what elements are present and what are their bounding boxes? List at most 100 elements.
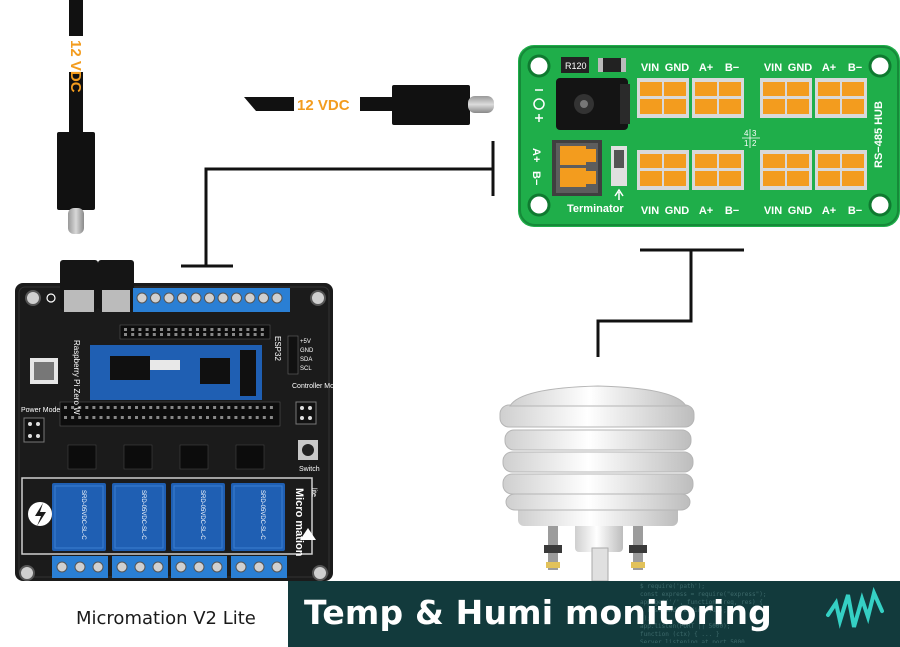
pin (224, 333, 228, 336)
pin (145, 333, 149, 336)
power-cable-horizontal: 12 VDC (244, 85, 494, 125)
polarity-symbol (46, 293, 56, 303)
pin (138, 333, 142, 336)
screw (56, 561, 68, 573)
pin (262, 406, 266, 409)
screw (211, 561, 223, 573)
pin (131, 333, 135, 336)
pin (78, 406, 82, 409)
pin (232, 328, 235, 331)
mounting-holes (527, 54, 892, 217)
screw (163, 292, 175, 304)
pin (241, 406, 245, 409)
terminal-clip (818, 82, 840, 96)
pin (188, 328, 192, 331)
pin (196, 328, 199, 331)
pin (167, 333, 171, 336)
screw (204, 292, 215, 304)
pin (220, 416, 224, 419)
screw (116, 561, 128, 573)
background-code: $ require('path'); const express = requi… (640, 583, 767, 643)
switch-label: Switch (299, 466, 320, 473)
dc-jack-left (60, 260, 98, 312)
title-banner: $ require('path'); const express = requi… (288, 581, 900, 647)
pin (127, 416, 131, 419)
relay-outline (173, 485, 223, 549)
pin (253, 333, 257, 336)
pin (106, 416, 110, 419)
power-mode-label: Power Mode (21, 407, 60, 414)
pin (269, 416, 273, 419)
brand-suffix: lite (310, 488, 317, 497)
waveform-logo-icon (826, 586, 884, 629)
sensor-stem (575, 522, 623, 582)
push-switch[interactable] (298, 440, 318, 460)
terminator-switch[interactable] (611, 146, 627, 200)
pin (217, 333, 221, 336)
terminal-clip (763, 154, 785, 168)
terminal-clip (640, 154, 662, 168)
top-terminal-label: GND (665, 62, 690, 74)
pin (160, 328, 163, 331)
screw (92, 561, 104, 573)
pin (85, 416, 89, 419)
pin (213, 406, 217, 409)
pin (99, 416, 103, 419)
pin (234, 416, 238, 419)
port-number-1: 1 (744, 139, 749, 148)
driver-chips (67, 444, 265, 470)
pin (156, 416, 160, 419)
relay-label: SRD-05VDC-SL-C (199, 490, 205, 540)
mounting-holes (19, 290, 328, 581)
terminal-clip (719, 171, 741, 186)
relay-label: SRD-05VDC-SL-C (140, 490, 146, 540)
pin (255, 416, 259, 419)
shield-plate (499, 404, 695, 428)
pin (145, 328, 149, 331)
pin (239, 333, 243, 336)
power-mode-jumper[interactable] (23, 417, 45, 443)
pin (227, 416, 231, 419)
top-terminal-label: B− (848, 62, 862, 74)
pin (127, 406, 131, 409)
shield-plate (504, 429, 692, 451)
bottom-terminal-label: GND (665, 205, 690, 217)
pin (71, 416, 75, 419)
relay-4 (231, 483, 285, 551)
bottom-screw-terminals (52, 556, 287, 578)
pin (181, 333, 185, 336)
rs485-bus-wire (181, 141, 495, 268)
pin (78, 416, 82, 419)
esp-label: ESP32 (273, 336, 282, 361)
pin (92, 406, 96, 409)
bottom-terminal-label: VIN (641, 205, 659, 217)
dc-jack-right (98, 260, 134, 312)
pin (174, 333, 178, 336)
pin (248, 406, 252, 409)
top-terminal-label: A+ (822, 62, 836, 74)
pin (260, 333, 264, 336)
pin (224, 328, 228, 331)
pin (99, 406, 103, 409)
esp32-module (90, 345, 262, 400)
terminal-clip (763, 171, 785, 186)
relay-outline (54, 485, 104, 549)
screw (177, 292, 188, 304)
pin (106, 406, 110, 409)
relay-outline (114, 485, 164, 549)
terminal-clip (787, 171, 809, 186)
pin (156, 406, 160, 409)
bottom-terminal-label: GND (788, 205, 813, 217)
terminal-clip (695, 82, 717, 96)
pin (160, 333, 163, 336)
terminal-clip (787, 154, 809, 168)
pin (71, 406, 75, 409)
temp-humidity-sensor (499, 385, 695, 582)
polarity-symbol (533, 89, 545, 122)
controller-mode-jumper[interactable] (295, 401, 317, 425)
pin (142, 416, 146, 419)
pin (217, 328, 221, 331)
